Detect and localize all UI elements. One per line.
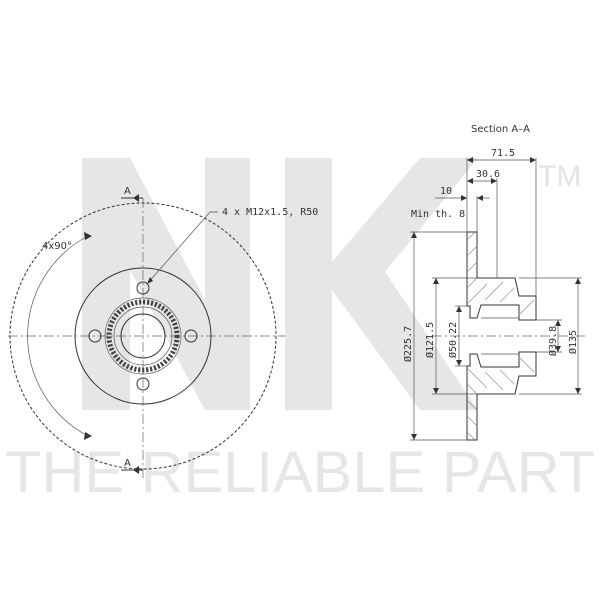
dia-bore-label: Ø39.8 — [547, 326, 559, 356]
dim-total-depth: 71.5 — [467, 148, 536, 163]
bolt-hole-top — [136, 281, 150, 295]
dia-flange-label: Ø135 — [567, 330, 579, 354]
section-body-lower — [466, 351, 537, 441]
abs-ring-teeth — [106, 299, 180, 373]
dia-hub-label: Ø121.5 — [424, 322, 436, 358]
abs-ring-outer — [104, 297, 182, 375]
section-view: Section A–A — [402, 124, 585, 441]
dia-bore-dimension: Ø39.8 — [536, 319, 562, 356]
bolt-callout: 4 x M12x1.5, R50 — [146, 207, 318, 285]
angle-dimension: 4x90° — [27, 232, 92, 440]
bolt-callout-text: 4 x M12x1.5, R50 — [222, 207, 318, 218]
dia-hub-dimension: Ø121.5 — [424, 277, 477, 395]
section-title: Section A–A — [471, 124, 530, 135]
dim-hub-depth-label: 30.6 — [476, 169, 500, 180]
dia-outer-label: Ø225.7 — [402, 326, 414, 362]
bore-circle — [120, 313, 166, 359]
dia-flange-dimension: Ø135 — [519, 277, 582, 395]
bolt-hole-right — [184, 329, 198, 343]
section-marker-bottom-label: A — [124, 458, 131, 469]
bolt-hole-bottom — [136, 377, 150, 391]
dim-disc-thickness-label: 10 — [440, 186, 452, 197]
abs-ring-inner — [113, 306, 173, 366]
section-marker-bottom: A — [121, 458, 143, 474]
disc-outer-circle — [9, 202, 277, 470]
dia-centering-label: Ø50.22 — [447, 322, 459, 358]
dia-outer-dimension: Ø225.7 — [402, 231, 467, 441]
section-marker-top-label: A — [124, 186, 131, 197]
min-thickness-label: Min th. 8 — [411, 209, 465, 220]
angle-label: 4x90° — [42, 241, 72, 252]
dia-centering-dimension: Ø50.22 — [447, 305, 467, 367]
bolt-hole-left — [88, 329, 102, 343]
section-hatch — [466, 231, 535, 441]
section-body-upper — [466, 231, 537, 321]
nk-logo — [82, 158, 478, 410]
section-marker-top: A — [121, 186, 143, 202]
dim-hub-depth: 30.6 — [467, 169, 500, 184]
front-view: A A 4x90° 4 x M12x1.5, R50 — [8, 186, 318, 478]
dim-total-depth-label: 71.5 — [491, 148, 515, 159]
hub-circle — [74, 267, 212, 405]
dim-disc-thickness: 10 — [435, 186, 490, 201]
slogan-text: THE RELIABLE PART — [5, 440, 595, 505]
trademark-label: TM — [538, 160, 581, 193]
